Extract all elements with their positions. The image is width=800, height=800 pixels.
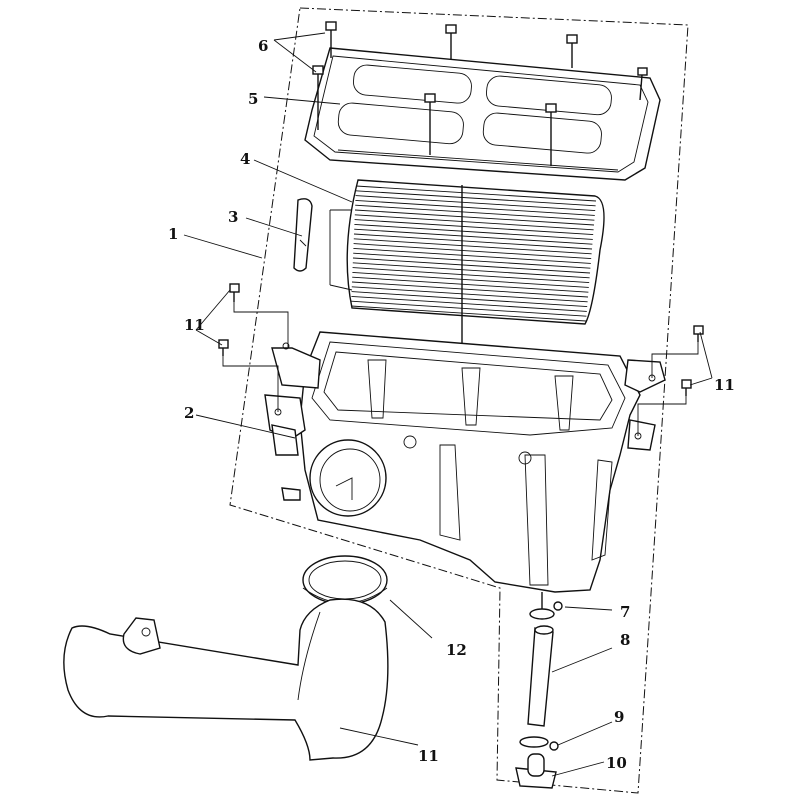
mounting-screws — [218, 283, 704, 436]
screw-icon — [325, 21, 337, 58]
clamp-7 — [529, 601, 563, 620]
screw-icon — [681, 379, 692, 396]
filter-element — [346, 179, 605, 390]
cover-screws — [312, 21, 648, 166]
drain-assembly — [515, 601, 563, 789]
callout-12: 11 — [418, 747, 439, 765]
screw-icon — [545, 103, 557, 166]
callout-5: 5 — [248, 90, 258, 108]
screw-icon — [637, 67, 648, 101]
callout-8: 8 — [620, 631, 630, 649]
callout-10: 10 — [606, 754, 627, 772]
callout-2: 2 — [184, 404, 194, 422]
callout-1: 1 — [168, 225, 178, 243]
filter-pleats — [350, 185, 597, 322]
seal-strip — [293, 198, 313, 272]
hose-clamp — [302, 555, 388, 605]
drain-valve-10 — [515, 753, 557, 789]
callout-11-right: 11 — [714, 376, 735, 394]
screw-icon — [424, 93, 436, 155]
intake-duct — [63, 598, 389, 761]
air-filter-housing — [264, 331, 666, 610]
clamp-9 — [519, 736, 559, 751]
leader-lines — [183, 32, 713, 777]
callout-6: 6 — [258, 37, 268, 55]
callout-9: 9 — [614, 708, 624, 726]
callout-7: 7 — [620, 603, 630, 621]
callout-4: 4 — [240, 150, 250, 168]
callout-13: 12 — [446, 641, 467, 659]
callout-3: 3 — [228, 208, 238, 226]
drain-hose-8 — [527, 625, 554, 727]
callout-11-left: 11 — [184, 316, 205, 334]
screw-icon — [566, 34, 578, 68]
screw-icon — [229, 283, 240, 302]
assembly-boundary — [229, 7, 689, 794]
air-filter-cover — [304, 47, 661, 181]
screw-icon — [693, 325, 704, 342]
screw-icon — [445, 24, 457, 60]
screw-icon — [218, 339, 229, 356]
